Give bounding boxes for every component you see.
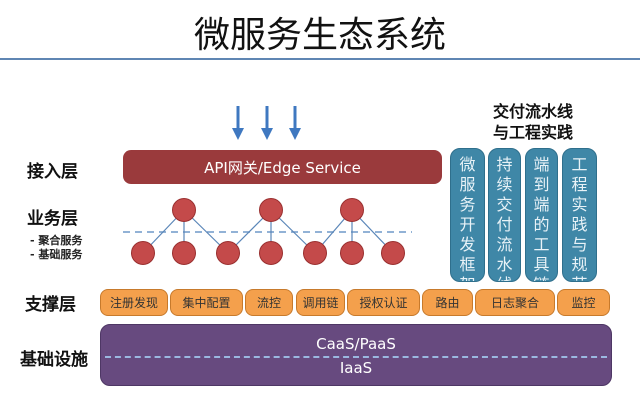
column-text: 持续交付流水线 — [496, 155, 513, 281]
aggregate-service-node — [172, 198, 196, 222]
layer-sub-aggregate: - 聚合服务 — [30, 234, 83, 247]
page-title: 微服务生态系统 — [193, 15, 446, 56]
pipeline-title: 交付流水线 与工程实践 — [470, 101, 596, 143]
layer-label-support: 支撑层 — [25, 295, 76, 315]
basic-service-node — [172, 241, 196, 265]
basic-service-node — [131, 241, 155, 265]
support-item: 注册发现 — [100, 289, 168, 316]
aggregate-service-node — [340, 198, 364, 222]
support-item: 日志聚合 — [475, 289, 555, 316]
pipeline-title-line: 交付流水线 — [492, 102, 573, 121]
layer-label-access: 接入层 — [27, 162, 78, 182]
support-item: 流控 — [245, 289, 293, 316]
pipeline-column-toolchain: 端到端的工具链 — [525, 148, 558, 282]
infra-lower: IaaS — [339, 359, 373, 377]
layer-sub-basic: - 基础服务 — [30, 248, 83, 261]
infra-divider — [105, 356, 607, 358]
pipeline-column-framework: 微服务开发框架 — [450, 148, 485, 282]
pipeline-column-practice: 工程实践与规范 — [562, 148, 597, 282]
aggregate-service-node — [259, 198, 283, 222]
title-divider — [0, 58, 640, 60]
column-text: 端到端的工具链 — [533, 155, 550, 281]
support-item: 路由 — [422, 289, 473, 316]
support-item: 调用链 — [296, 289, 345, 316]
request-arrows — [232, 106, 301, 140]
column-text: 工程实践与规范 — [571, 155, 588, 281]
pipeline-title-line: 与工程实践 — [492, 123, 573, 142]
support-item: 授权认证 — [347, 289, 420, 316]
support-item: 监控 — [557, 289, 610, 316]
basic-service-node — [340, 241, 364, 265]
pipeline-column-cd: 持续交付流水线 — [488, 148, 521, 282]
basic-service-node — [216, 241, 240, 265]
infra-upper: CaaS/PaaS — [316, 335, 396, 353]
basic-service-node — [303, 241, 327, 265]
layer-label-business: 业务层 — [27, 209, 78, 229]
basic-service-node — [381, 241, 405, 265]
basic-service-node — [259, 241, 283, 265]
support-item: 集中配置 — [170, 289, 243, 316]
column-text: 微服务开发框架 — [459, 155, 476, 281]
layer-label-infra: 基础设施 — [20, 350, 88, 370]
api-gateway: API网关/Edge Service — [123, 150, 442, 184]
infrastructure-box: CaaS/PaaS IaaS — [100, 324, 612, 386]
